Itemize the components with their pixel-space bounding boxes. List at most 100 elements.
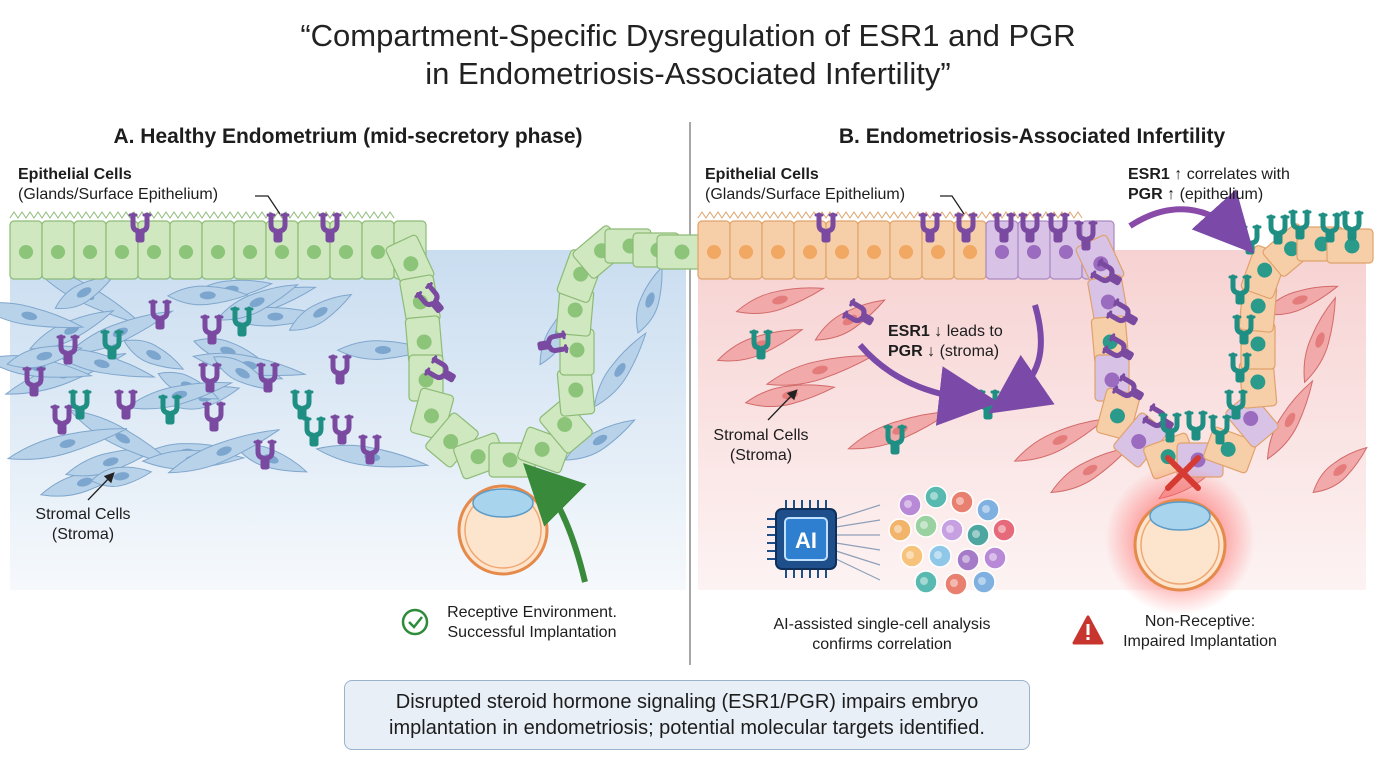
summary-box: Disrupted steroid hormone signaling (ESR… bbox=[344, 680, 1030, 750]
pgr-receptor bbox=[290, 389, 314, 420]
esr1-receptor bbox=[328, 354, 352, 385]
esr1-receptor bbox=[128, 212, 152, 243]
esr1-receptor bbox=[1046, 212, 1070, 243]
pgr-receptor bbox=[302, 416, 326, 447]
single-cell bbox=[940, 518, 964, 542]
stromal-cell bbox=[167, 429, 280, 474]
pgr-receptor bbox=[1158, 412, 1182, 443]
stromal-cell bbox=[48, 348, 156, 378]
epithelial-cell bbox=[889, 220, 923, 280]
epithelial-cell bbox=[105, 220, 139, 280]
stromal-cell bbox=[1303, 296, 1336, 384]
epithelial-cell bbox=[9, 220, 43, 280]
pgr-receptor bbox=[883, 424, 907, 455]
stromal-cell bbox=[6, 428, 128, 460]
pgr-receptor bbox=[1340, 210, 1364, 241]
esr1-receptor bbox=[202, 401, 226, 432]
single-cell bbox=[956, 548, 980, 572]
a-stromal-label: Stromal Cells (Stroma) bbox=[35, 506, 131, 543]
epithelial-cell bbox=[729, 220, 763, 280]
epithelial-cell bbox=[761, 220, 795, 280]
esr1-receptor bbox=[842, 298, 874, 326]
pgr-receptor bbox=[1228, 274, 1252, 305]
warning-icon bbox=[1072, 615, 1104, 645]
single-cell bbox=[976, 498, 1000, 522]
single-cell bbox=[966, 523, 990, 547]
b-outcome-label: Non-Receptive: Impaired Implantation bbox=[1123, 613, 1277, 650]
pgr-receptor bbox=[100, 329, 124, 360]
stromal-cell bbox=[0, 302, 85, 328]
pgr-receptor bbox=[749, 329, 773, 360]
esr1-receptor bbox=[318, 212, 342, 243]
gland-cell bbox=[1326, 228, 1374, 264]
epithelial-cell bbox=[825, 220, 859, 280]
single-cell bbox=[928, 544, 952, 568]
stromal-cell bbox=[735, 287, 826, 314]
single-cell bbox=[914, 514, 938, 538]
ai-analysis-label: AI-assisted single-cell analysis confirm… bbox=[773, 616, 991, 653]
epithelial-cell bbox=[73, 220, 107, 280]
single-cell bbox=[972, 570, 996, 594]
pgr-receptor bbox=[1318, 212, 1342, 243]
stromal-cell bbox=[166, 285, 249, 306]
epithelial-cell bbox=[297, 220, 331, 280]
epithelial-cell bbox=[793, 220, 827, 280]
single-cell bbox=[914, 570, 938, 594]
pgr-receptor bbox=[158, 394, 182, 425]
implantation-arrow bbox=[523, 463, 588, 583]
esr1-receptor bbox=[1018, 212, 1042, 243]
b-stromal-pointer bbox=[767, 389, 798, 421]
stromal-cell bbox=[1312, 446, 1368, 494]
stromal-cell bbox=[635, 265, 663, 334]
panel-a-heading: A. Healthy Endometrium (mid-secretory ph… bbox=[113, 125, 583, 148]
esr1-receptor bbox=[198, 362, 222, 393]
epithelial-cell bbox=[41, 220, 75, 280]
epithelial-cell bbox=[697, 220, 731, 280]
healthy-embryo bbox=[457, 484, 549, 576]
esr1-receptor bbox=[200, 314, 224, 345]
single-cell bbox=[898, 493, 922, 517]
stroma-arrow-right bbox=[988, 304, 1055, 414]
a-outcome-label: Receptive Environment. Successful Implan… bbox=[447, 604, 617, 641]
esr1-receptor bbox=[814, 212, 838, 243]
esr1-receptor bbox=[954, 212, 978, 243]
pgr-receptor bbox=[68, 389, 92, 420]
pgr-receptor bbox=[1232, 314, 1256, 345]
pgr-receptor bbox=[1224, 389, 1248, 420]
panel-b-heading: B. Endometriosis-Associated Infertility bbox=[838, 125, 1226, 148]
gland-cell bbox=[408, 354, 444, 402]
esr1-receptor bbox=[1106, 298, 1138, 326]
epithelial-cell bbox=[169, 220, 203, 280]
stromal-cell bbox=[593, 331, 647, 408]
gland-cell bbox=[539, 398, 593, 454]
b-epithelial-label: Epithelial Cells (Glands/Surface Epithel… bbox=[705, 166, 906, 203]
esr1-receptor bbox=[114, 389, 138, 420]
pgr-receptor bbox=[1288, 209, 1312, 240]
esr1-receptor bbox=[22, 366, 46, 397]
esr1-receptor bbox=[330, 414, 354, 445]
stromal-cell bbox=[123, 339, 185, 370]
esr1-receptor bbox=[50, 404, 74, 435]
single-cell-cluster bbox=[888, 485, 1016, 596]
pgr-receptor bbox=[1228, 352, 1252, 383]
gland-cell bbox=[425, 412, 479, 468]
pgr-receptor bbox=[1266, 214, 1290, 245]
single-cell bbox=[950, 490, 974, 514]
esr1-receptor bbox=[256, 362, 280, 393]
gland-cell bbox=[556, 367, 596, 417]
esr1-receptor bbox=[918, 212, 942, 243]
stromal-cell bbox=[1261, 285, 1339, 316]
summary-line2: implantation in endometriosis; potential… bbox=[389, 717, 985, 739]
esr1-receptor bbox=[992, 212, 1016, 243]
pgr-receptor bbox=[1184, 410, 1208, 441]
epithelial-cell bbox=[201, 220, 235, 280]
single-cell bbox=[900, 544, 924, 568]
summary-line1: Disrupted steroid hormone signaling (ESR… bbox=[395, 691, 979, 713]
esr1-receptor bbox=[537, 330, 569, 354]
stromal-cell bbox=[288, 293, 353, 331]
single-cell bbox=[992, 518, 1016, 542]
esr1-receptor bbox=[1112, 373, 1144, 401]
esr1-receptor bbox=[148, 299, 172, 330]
epithelial-cell bbox=[329, 220, 363, 280]
